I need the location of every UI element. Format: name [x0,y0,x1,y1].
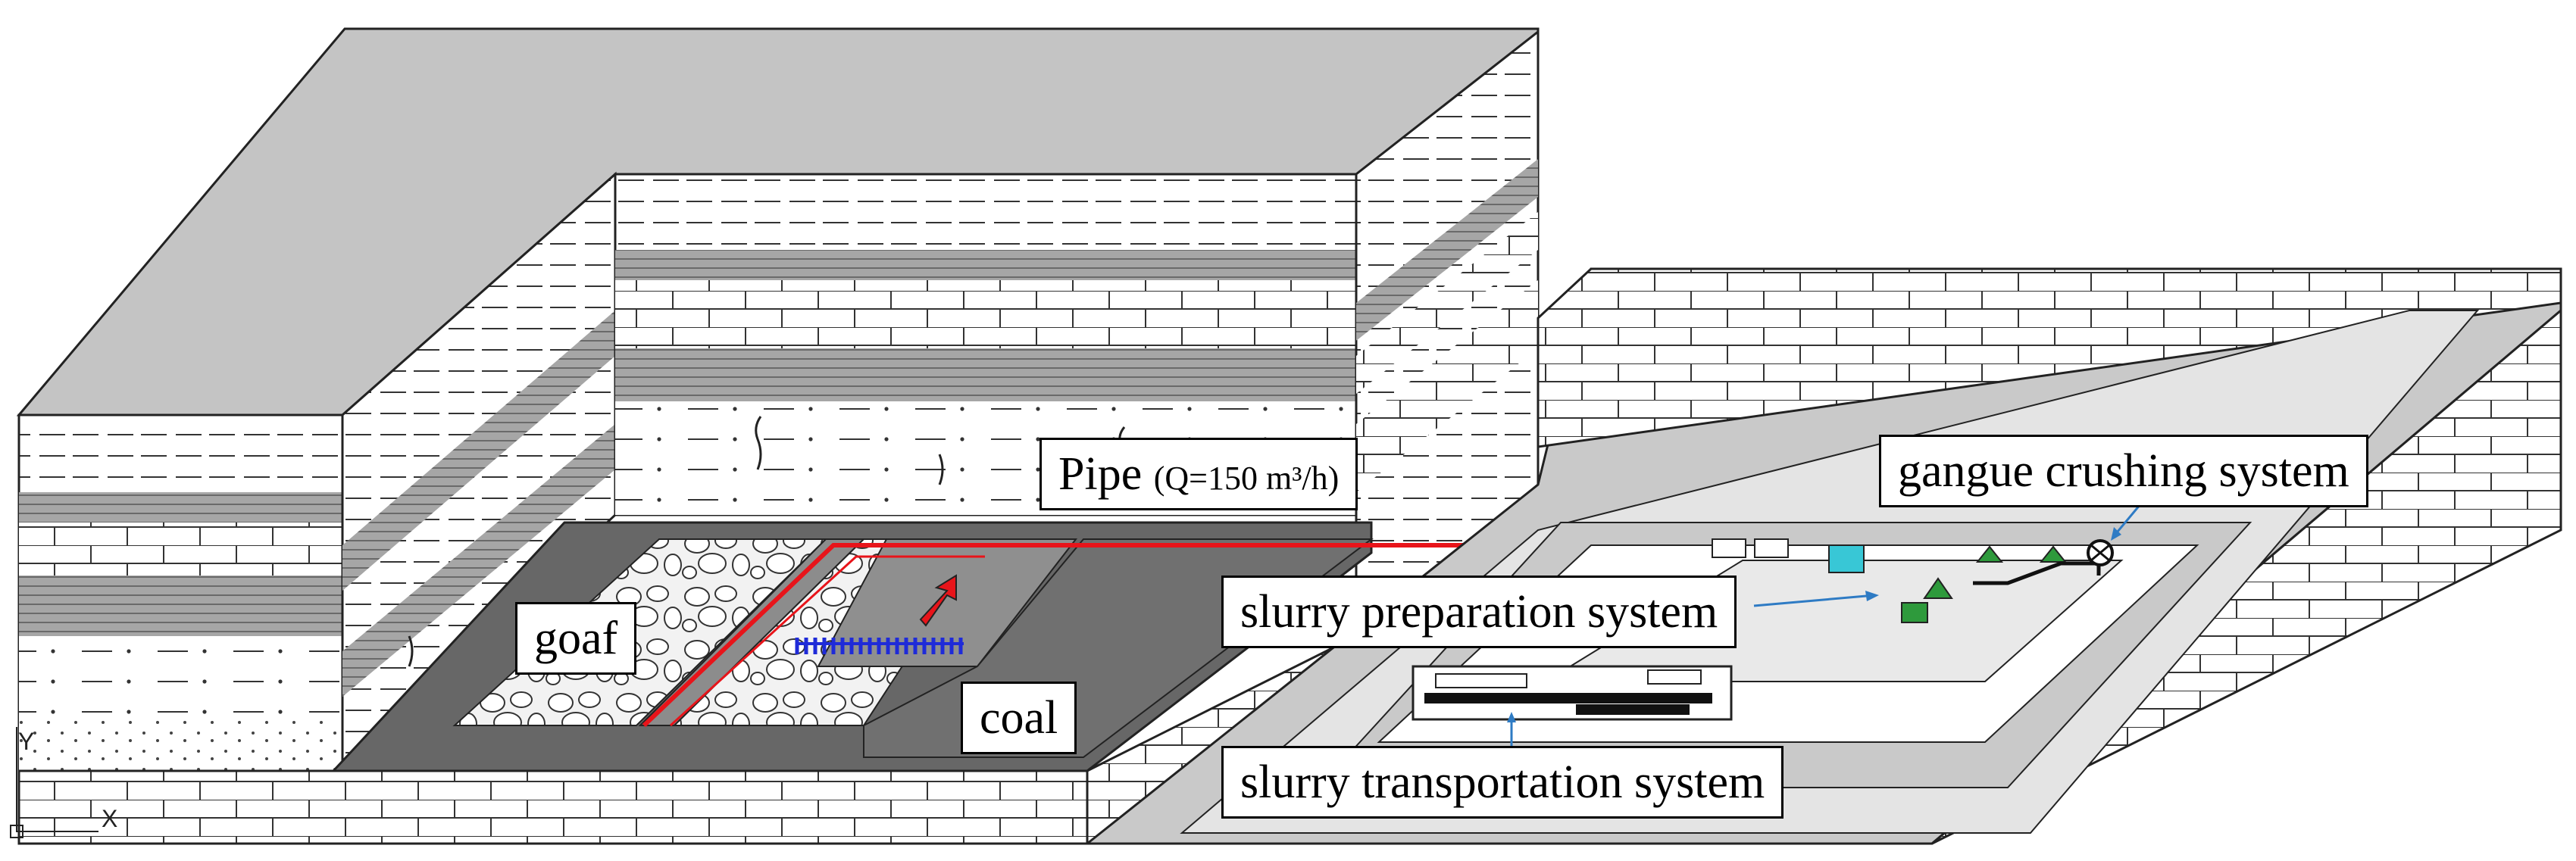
slurry-prep-equipment [1712,538,2101,623]
slurry-transport-equipment [1411,665,1733,721]
axis-x-label: X [102,805,117,832]
slurry-transportation-label: slurry transportation system [1221,746,1784,819]
pipe-label-main: Pipe [1058,448,1143,500]
flow-arrow-icon [919,574,957,627]
slurry-preparation-label: slurry preparation system [1221,576,1737,648]
goaf-label: goaf [515,602,637,675]
coal-text: coal [980,692,1058,744]
pipe-label-flow: (Q=150 m³/h) [1153,460,1340,497]
pipe-label: Pipe (Q=150 m³/h) [1039,438,1358,510]
tank-icon [1828,544,1865,573]
axis-y-label: Y [18,728,34,755]
crusher-icon [2087,539,2114,566]
gangue-crushing-label: gangue crushing system [1879,435,2368,507]
coal-label: coal [961,682,1077,754]
strata-block [16,27,1540,774]
slurry-preparation-text: slurry preparation system [1240,586,1718,638]
hydraulic-supports-icon [795,638,964,654]
gangue-crushing-text: gangue crushing system [1898,445,2349,497]
axis-marker-icon: Y X [10,727,117,838]
goaf-text: goaf [534,613,618,664]
slurry-transportation-text: slurry transportation system [1240,756,1765,808]
